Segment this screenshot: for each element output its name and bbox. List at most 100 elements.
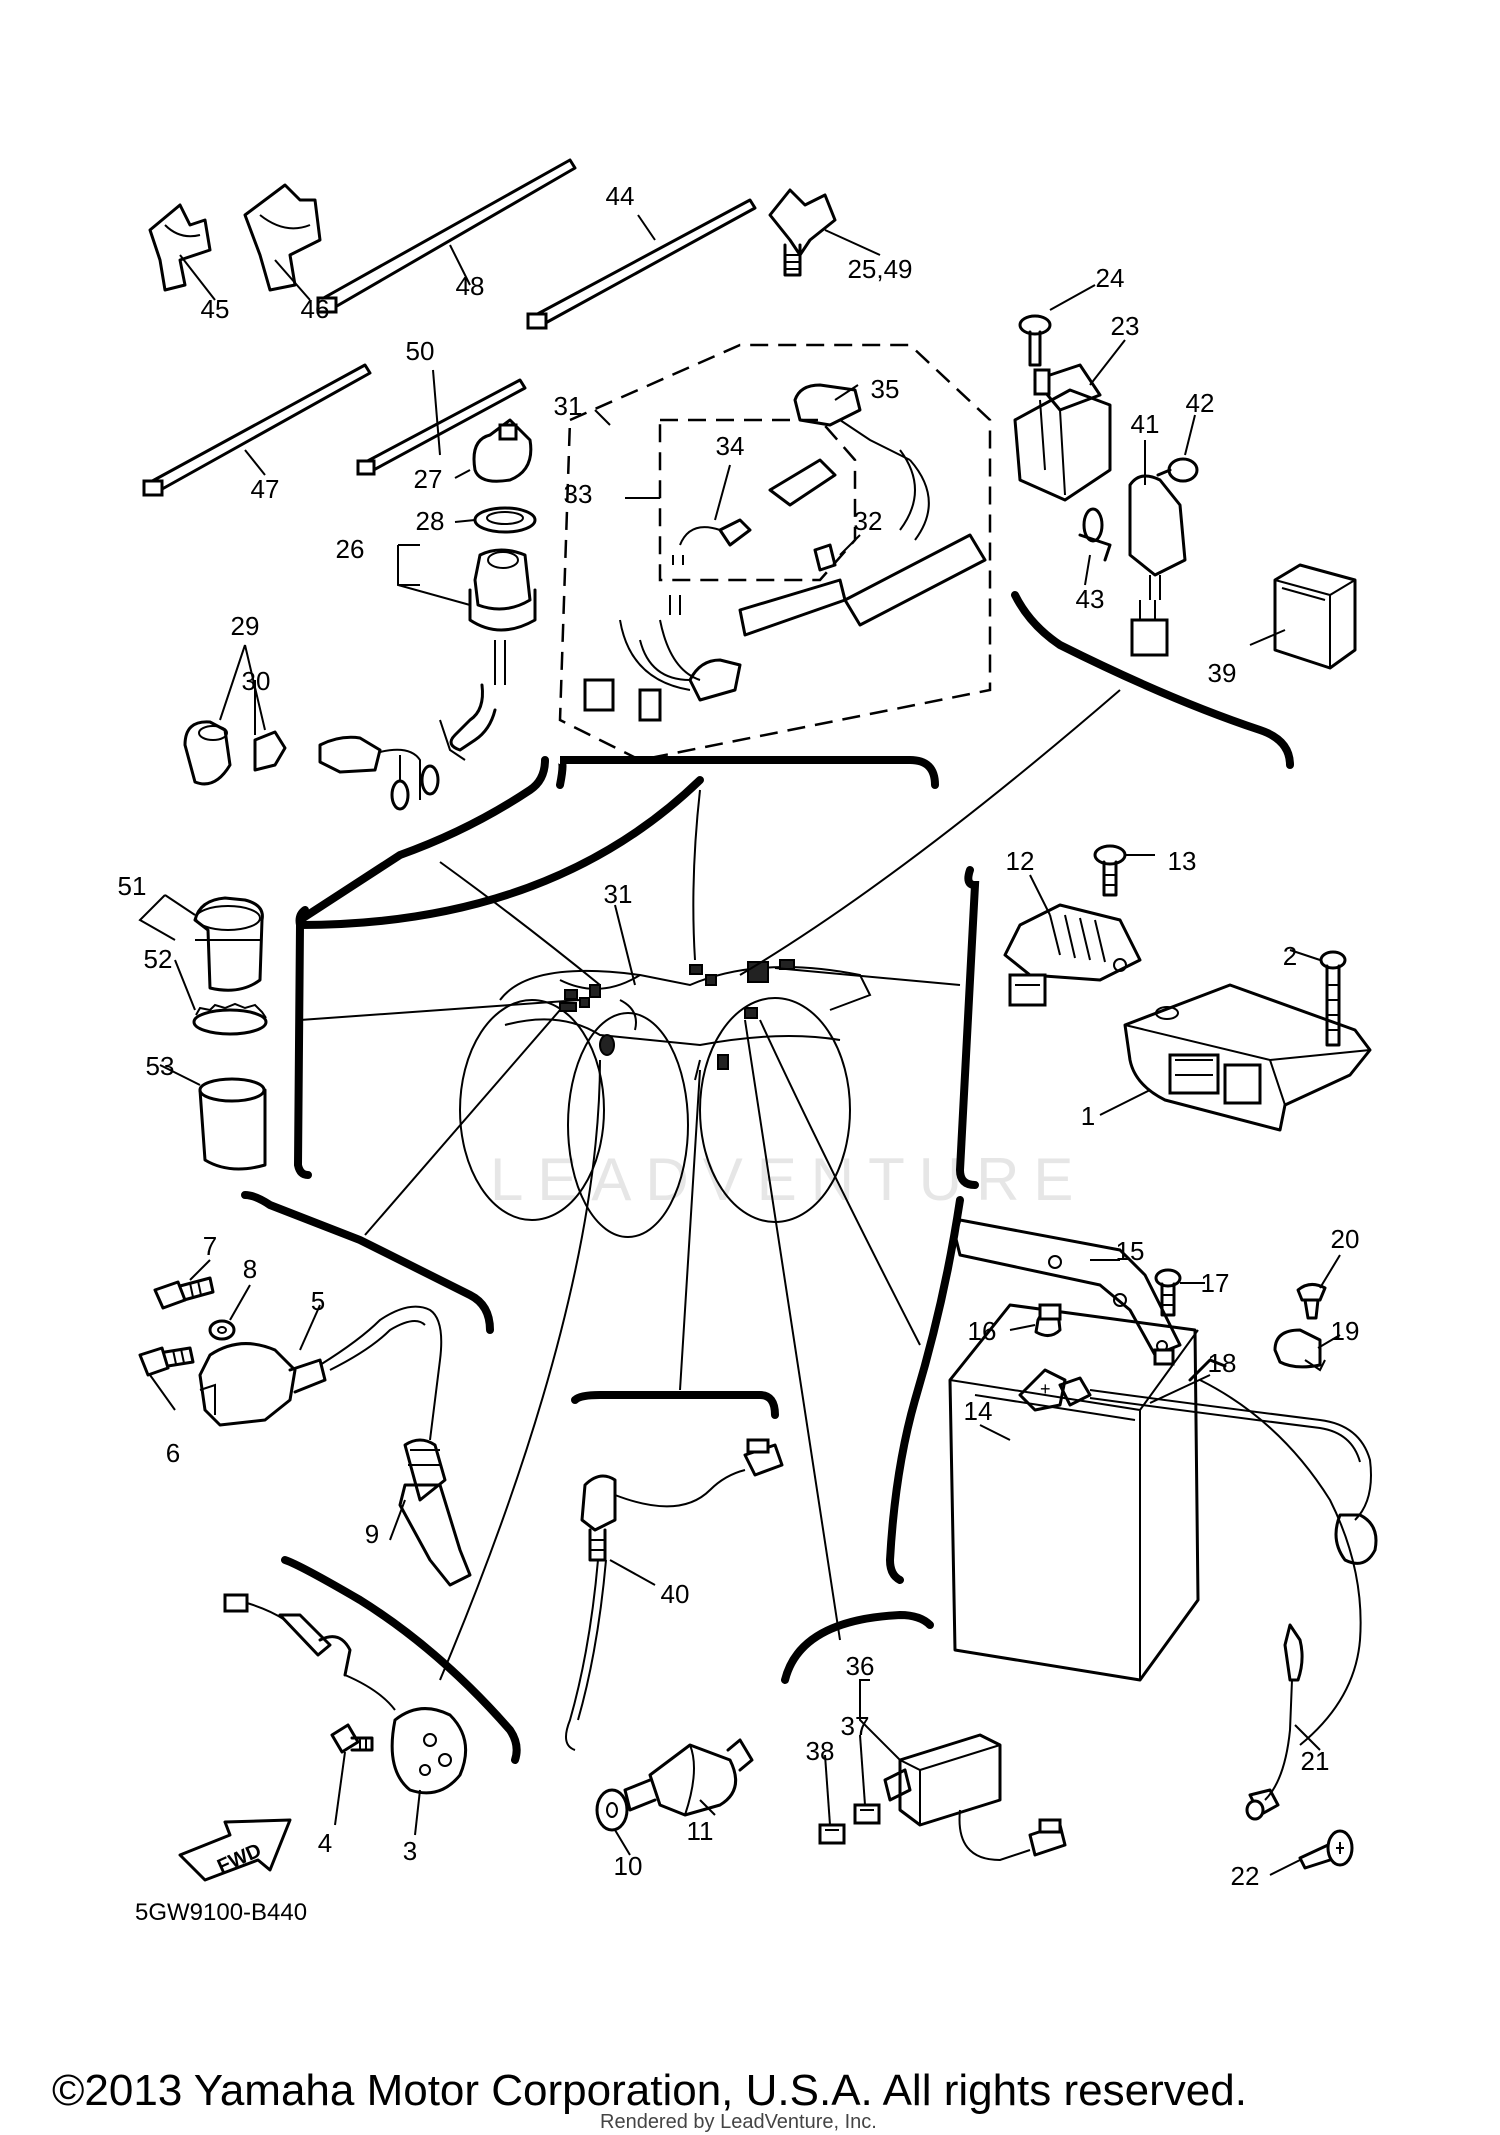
fuse-37 [853, 1803, 881, 1825]
fuse-38 [818, 1823, 846, 1845]
callout-label: 13 [1168, 846, 1197, 876]
callout-label: 22 [1231, 1861, 1260, 1891]
callout-label: 52 [144, 944, 173, 974]
callout-label: 4 [318, 1828, 332, 1858]
cap-27 [472, 418, 533, 483]
callout-label: 6 [166, 1438, 180, 1468]
clip-43 [1078, 507, 1112, 562]
relay-41 [1128, 474, 1187, 657]
clamp-25-49 [768, 188, 837, 277]
callout-label: 29 [231, 611, 260, 641]
screw-42 [1156, 457, 1199, 483]
nut-28 [473, 506, 537, 534]
callout-label: 43 [1076, 584, 1105, 614]
bolt-2 [1319, 950, 1347, 1047]
callout-label: 36 [846, 1651, 875, 1681]
band-19 [1273, 1328, 1326, 1372]
battery-14 [948, 1303, 1227, 1682]
group-brackets [241, 591, 1294, 1764]
callout-label: 12 [1006, 846, 1035, 876]
callout-label: 8 [243, 1254, 257, 1284]
callout-label: 3 [403, 1836, 417, 1866]
part-39 [1273, 563, 1357, 670]
callout-label: 31 [554, 391, 583, 421]
callout-label: 33 [564, 479, 593, 509]
ignition-coil-5 [198, 1305, 443, 1441]
callout-label: 51 [118, 871, 147, 901]
callout-label: 27 [414, 464, 443, 494]
callout-label: 53 [146, 1051, 175, 1081]
wire-harness-kit-outline [558, 343, 992, 762]
cable-tie-47 [142, 363, 372, 497]
bolt-17 [1154, 1268, 1182, 1317]
rendered-by-text: Rendered by LeadVenture, Inc. [600, 2111, 877, 2133]
callout-label: 1 [1081, 1101, 1095, 1131]
callout-label: 23 [1111, 311, 1140, 341]
callout-label: 10 [614, 1851, 643, 1881]
callout-label: 37 [841, 1711, 870, 1741]
battery-lead-21 [1199, 1379, 1362, 1821]
callout-label: 31 [604, 879, 633, 909]
callout-label: 50 [406, 336, 435, 366]
cable-tie-50 [356, 378, 527, 476]
callout-label: 19 [1331, 1316, 1360, 1346]
callout-label: 11 [687, 1816, 714, 1846]
bolt-22 [1298, 1829, 1354, 1870]
callout-label: 40 [661, 1579, 690, 1609]
callout-label: 18 [1208, 1348, 1237, 1378]
washer-8 [208, 1319, 236, 1341]
sensor-11 [623, 1738, 754, 1817]
plug-cap-9 [398, 1438, 472, 1587]
watermark: LEADVENTURE [490, 1146, 1087, 1213]
clamp-45 [148, 203, 212, 292]
fwd-arrow-icon: FWD [178, 1818, 292, 1882]
nut-52 [192, 1002, 268, 1036]
callout-label: 5 [311, 1286, 325, 1316]
callout-label: 35 [871, 374, 900, 404]
cap-35 [793, 383, 911, 461]
callout-label: 38 [806, 1736, 835, 1766]
cover-53 [198, 1077, 267, 1171]
washer-10 [595, 1788, 629, 1832]
callout-label: 2 [1283, 941, 1297, 971]
callout-label: 26 [336, 534, 365, 564]
callout-label: 47 [251, 474, 280, 504]
connector-32 [813, 543, 837, 572]
switch-40 [565, 1438, 784, 1751]
starter-relay-23 [1013, 363, 1112, 502]
callout-label: 41 [1131, 409, 1160, 439]
clamp-46 [243, 183, 322, 292]
relay-36 [883, 1733, 1067, 1862]
callout-label: 42 [1186, 388, 1215, 418]
callout-label: 34 [716, 431, 745, 461]
main-switch-26 [449, 548, 537, 752]
pickup-3 [223, 1593, 468, 1795]
battery-lead-18: + [1018, 1368, 1378, 1565]
bolt-7 [153, 1276, 215, 1310]
callout-label: 14 [964, 1396, 993, 1426]
callout-label: 28 [416, 506, 445, 536]
callout-label: 9 [365, 1519, 379, 1549]
svg-text:+: + [1040, 1379, 1051, 1399]
copyright-text: ©2013 Yamaha Motor Corporation, U.S.A. A… [52, 2066, 1247, 2115]
callout-label: 25,49 [847, 254, 912, 284]
fastener-20 [1296, 1283, 1327, 1320]
bolt-24 [1018, 314, 1052, 367]
callout-label: 44 [606, 181, 635, 211]
harness-bundle [583, 449, 987, 722]
leader-curves [299, 689, 1121, 1681]
cable-tie-48 [316, 158, 577, 314]
callout-label: 46 [301, 294, 330, 324]
fwd-label: FWD [214, 1839, 265, 1878]
bolt-13 [1093, 844, 1127, 897]
lamp-socket-29 [183, 719, 466, 811]
callout-label: 16 [968, 1316, 997, 1346]
connector-34 [672, 458, 837, 565]
callout-label: 45 [201, 294, 230, 324]
callout-label: 21 [1301, 1746, 1330, 1776]
callout-label: 20 [1331, 1224, 1360, 1254]
atv-silhouette [459, 959, 872, 1238]
